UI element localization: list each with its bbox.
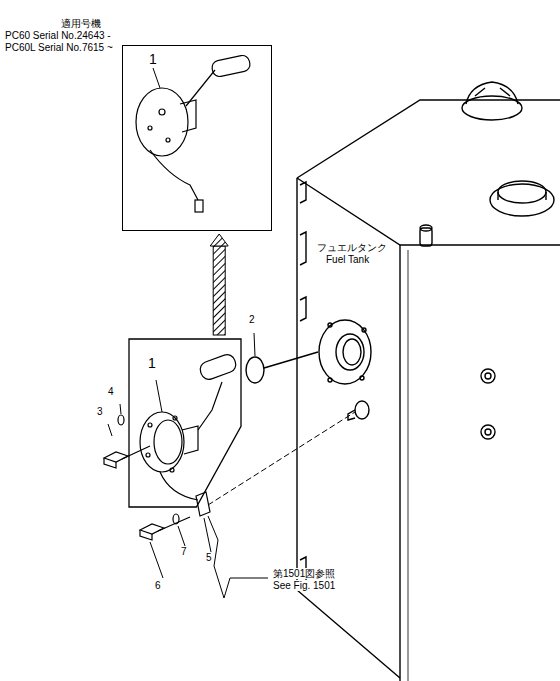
sender-unit [140, 352, 238, 516]
callout-number: 4 [107, 386, 115, 397]
o-ring [246, 352, 318, 383]
part-name: Fuel Tank [325, 254, 370, 265]
box-outline [128, 338, 242, 508]
inset-sender [136, 54, 251, 212]
fuel-tank [297, 82, 560, 681]
callout-number: 1 [148, 356, 156, 371]
detail-box: 1 [128, 338, 242, 508]
hatched-arrow [210, 234, 228, 335]
part-name: フュエルタンク [316, 242, 388, 253]
reference-note: See Fig. 1501 [272, 580, 336, 591]
reference-note: 第1501図参照 [272, 568, 336, 579]
callout-number: 7 [180, 546, 188, 557]
callout-number: 6 [154, 580, 162, 591]
callout-number: 1 [149, 52, 157, 67]
serial-range: PC60L Serial No.7615 ~ [5, 42, 113, 53]
serial-range: PC60 Serial No.24643 - [5, 30, 111, 41]
callout-number: 2 [248, 314, 256, 325]
callout-number: 5 [205, 552, 213, 563]
applicable-serial-heading: 適用号機 [61, 18, 101, 29]
bolts-washers [104, 415, 190, 540]
wire-and-leaders [108, 68, 355, 598]
callout-number: 3 [96, 406, 104, 417]
inset-box: 適用号機PC60 Serial No.24643 -PC60L Serial N… [122, 45, 272, 231]
